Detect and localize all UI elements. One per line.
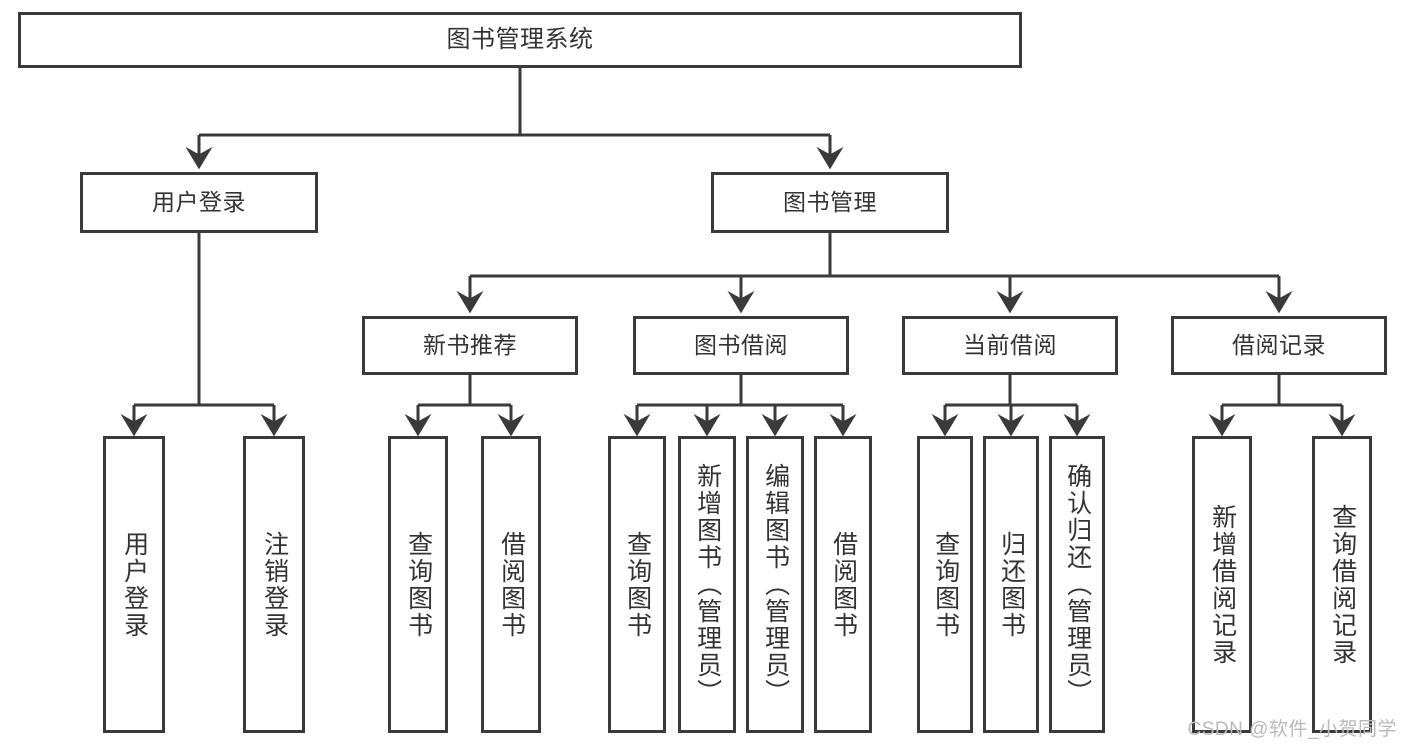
leaf-label: 用户登录: [120, 530, 149, 639]
node-user-login[interactable]: 用户登录: [80, 172, 318, 233]
leaf-label: 编辑图书（管理员）: [761, 463, 790, 706]
leaf-user-login[interactable]: 用户登录: [103, 436, 165, 733]
leaf-confirm-return-admin[interactable]: 确认归还（管理员）: [1049, 436, 1105, 733]
leaf-query-borrowing-record[interactable]: 查询借阅记录: [1312, 436, 1372, 733]
leaf-label: 查询图书: [404, 530, 433, 639]
leaf-query-books-recommendation[interactable]: 查询图书: [388, 436, 448, 733]
leaf-label: 借阅图书: [829, 530, 858, 639]
node-current-borrowing[interactable]: 当前借阅: [902, 316, 1118, 375]
leaf-query-books-current[interactable]: 查询图书: [917, 436, 973, 733]
leaf-add-book-admin[interactable]: 新增图书（管理员）: [678, 436, 736, 733]
leaf-label: 确认归还（管理员）: [1063, 463, 1092, 706]
leaf-label: 归还图书: [997, 530, 1026, 639]
node-new-book-recommendation[interactable]: 新书推荐: [362, 316, 578, 375]
node-label: 图书管理系统: [446, 25, 594, 53]
node-label: 图书借阅: [694, 331, 788, 358]
node-book-borrowing[interactable]: 图书借阅: [633, 316, 849, 375]
node-label: 当前借阅: [963, 331, 1057, 358]
leaf-logout[interactable]: 注销登录: [243, 436, 305, 733]
leaf-label: 新增图书（管理员）: [693, 463, 722, 706]
node-label: 用户登录: [152, 188, 246, 215]
leaf-query-books-borrowing[interactable]: 查询图书: [608, 436, 666, 733]
leaf-label: 查询图书: [623, 530, 652, 639]
leaf-return-books[interactable]: 归还图书: [983, 436, 1039, 733]
node-book-management[interactable]: 图书管理: [711, 172, 949, 233]
node-label: 新书推荐: [423, 331, 517, 358]
leaf-borrow-books-recommendation[interactable]: 借阅图书: [481, 436, 541, 733]
leaf-borrow-books[interactable]: 借阅图书: [814, 436, 872, 733]
leaf-label: 新增借阅记录: [1208, 503, 1237, 666]
leaf-add-borrowing-record[interactable]: 新增借阅记录: [1192, 436, 1252, 733]
node-borrowing-records[interactable]: 借阅记录: [1171, 316, 1387, 375]
leaf-label: 查询图书: [931, 530, 960, 639]
node-root-book-management-system[interactable]: 图书管理系统: [18, 12, 1022, 68]
node-label: 图书管理: [783, 188, 877, 215]
leaf-label: 查询借阅记录: [1328, 503, 1357, 666]
node-label: 借阅记录: [1232, 331, 1326, 358]
leaf-label: 注销登录: [260, 530, 289, 639]
leaf-edit-book-admin[interactable]: 编辑图书（管理员）: [746, 436, 804, 733]
leaf-label: 借阅图书: [497, 530, 526, 639]
